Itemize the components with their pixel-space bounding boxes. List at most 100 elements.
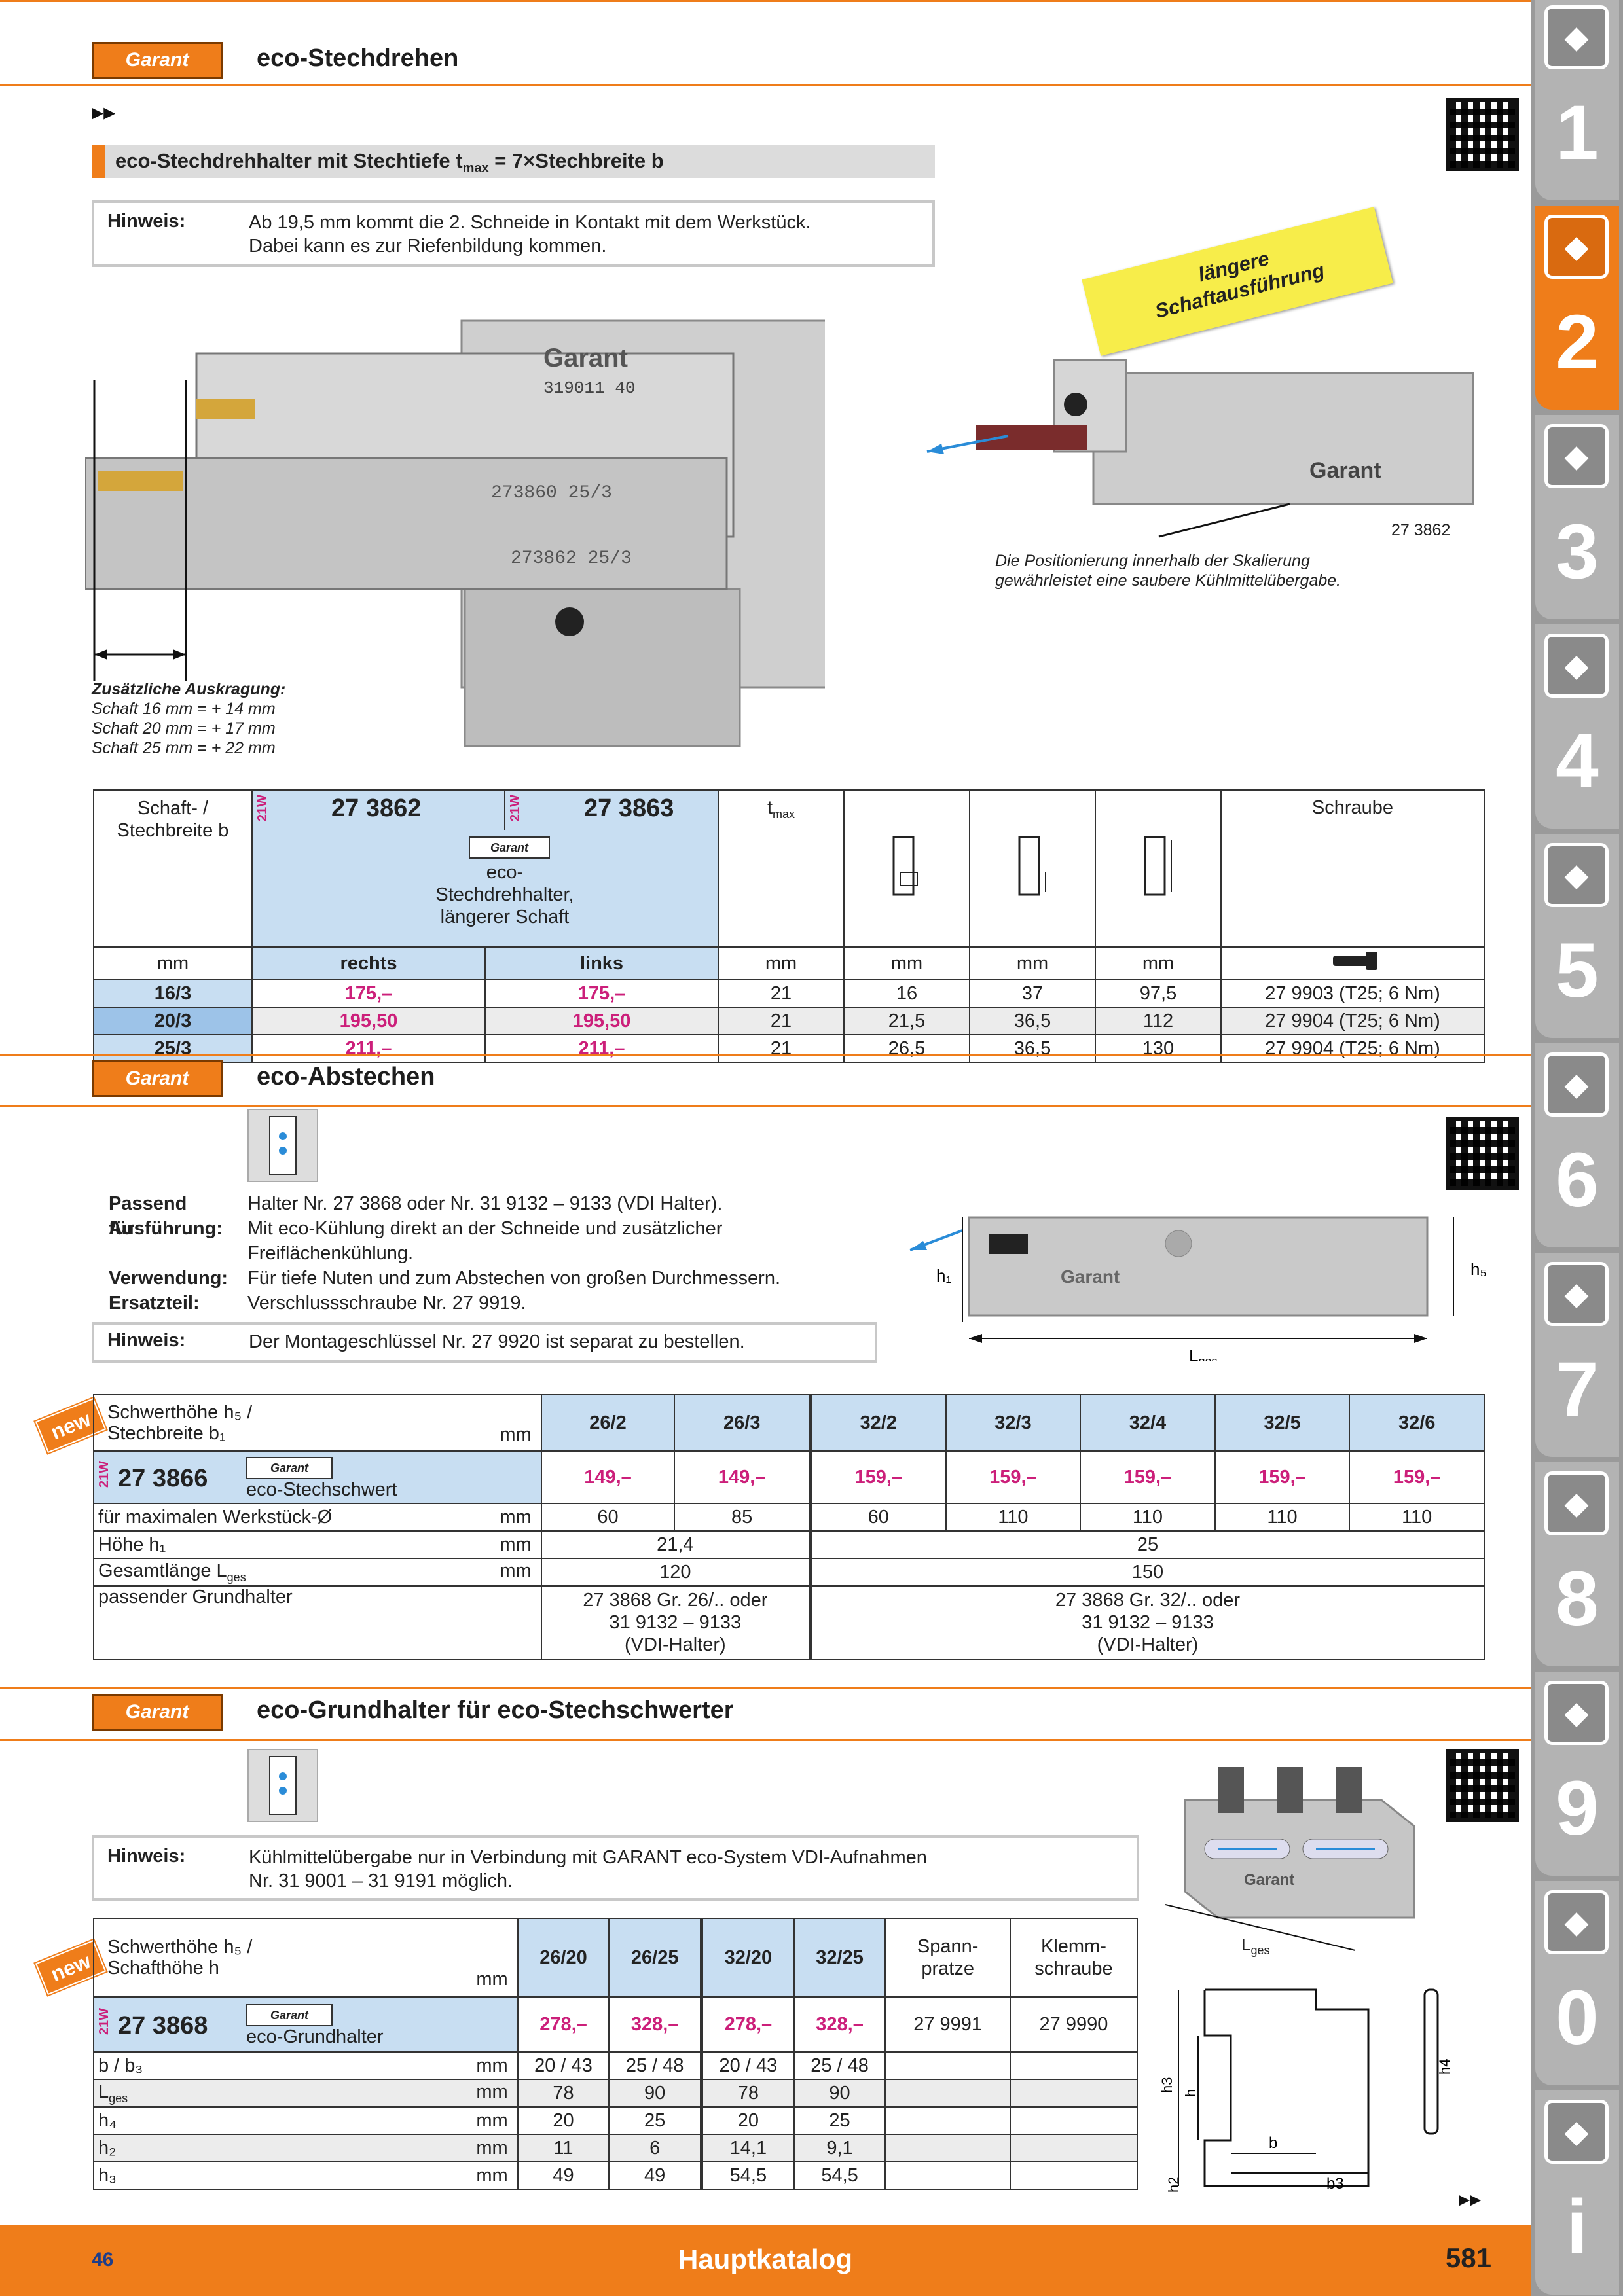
article-number: 27 3862 [331, 795, 422, 822]
note-line: Dabei kann es zur Riefenbildung kommen. [249, 236, 607, 257]
section-title: eco-Stechdrehen [257, 45, 459, 72]
chapter-number: i [1566, 2184, 1588, 2270]
table-cell: 25 / 48 [608, 2051, 704, 2080]
chapter-tab-6[interactable]: ◆6 [1535, 1043, 1619, 1247]
photo-caption-number: 27 3862 [1391, 521, 1451, 539]
insert-dimension-icon [892, 836, 918, 896]
table-cell: 21 [718, 1034, 845, 1063]
table-cell [1009, 2051, 1139, 2080]
spec-value: Für tiefe Nuten und zum Abstechen von gr… [247, 1268, 781, 1289]
extra-title: Zusätzliche Auskragung: [92, 680, 286, 698]
dim-h2: h2 [1165, 2177, 1182, 2193]
extra-line: Schaft 25 mm = + 22 mm [92, 739, 276, 757]
table-cell: 78 [517, 2079, 610, 2108]
col-header-width: Schaft- / Stechbreite b [93, 789, 253, 948]
stechschwert-drawing: Garant h₁ h₅ Lges [909, 1216, 1487, 1361]
price-cell: 328,– [793, 1996, 886, 2053]
klemm-number: 27 9990 [1009, 1996, 1139, 2053]
chapter-tab-3[interactable]: ◆3 [1535, 415, 1619, 619]
article-desc: eco-Stechschwert [246, 1479, 397, 1500]
spann-number: 27 9991 [884, 1996, 1011, 2053]
value-cell: 85 [674, 1503, 812, 1532]
drill-icon: ◆ [1544, 5, 1609, 69]
section-title: eco-Abstechen [257, 1063, 435, 1090]
photo-label: 319011 40 [543, 378, 635, 398]
value-cell: 150 [809, 1558, 1485, 1587]
chapter-tab-2[interactable]: ◆2 [1535, 206, 1619, 410]
subtitle-sub: max [462, 161, 489, 176]
head-line: Schwerthöhe h₅ / [107, 1937, 253, 1958]
chapter-number: 2 [1556, 299, 1599, 386]
garant-logo: Garant [92, 1060, 223, 1097]
note-label: Hinweis: [107, 1846, 186, 1867]
chapter-tab-8[interactable]: ◆8 [1535, 1462, 1619, 1666]
dim-h: h [1182, 2089, 1199, 2097]
value-cell: 21,4 [540, 1530, 812, 1559]
head-line: Schafthöhe h [107, 1958, 219, 1979]
qr-code-icon[interactable] [1446, 98, 1519, 171]
chapter-tab-7[interactable]: ◆7 [1535, 1253, 1619, 1457]
dim-h1: h₁ [936, 1266, 951, 1285]
table-cell: 25 [608, 2106, 704, 2135]
value-cell: 110 [1214, 1503, 1351, 1532]
size-header: 26/2 [540, 1394, 676, 1452]
caliper-icon: ◆ [1544, 634, 1609, 698]
chapter-tab-9[interactable]: ◆9 [1535, 1672, 1619, 1876]
unit-cell: mm [969, 946, 1096, 980]
table-cell [1009, 2134, 1139, 2162]
note-box: Hinweis: Ab 19,5 mm kommt die 2. Schneid… [92, 200, 935, 267]
value-cell: 60 [540, 1503, 676, 1532]
dim-icon-2 [969, 789, 1096, 948]
table-cell: 49 [517, 2161, 610, 2190]
table-cell [884, 2051, 1011, 2080]
section-header-bar [0, 1687, 1531, 1741]
note-box: Hinweis: Kühlmittelübergabe nur in Verbi… [92, 1835, 1139, 1901]
chapter-tab-1[interactable]: ◆1 [1535, 0, 1619, 200]
note-box: Hinweis: Der Montageschlüssel Nr. 27 992… [92, 1322, 877, 1363]
garant-logo: Garant [92, 42, 223, 79]
table-cell: 130 [1095, 1034, 1222, 1063]
code-21w: 21W [255, 795, 270, 822]
safety-icon: ◆ [1544, 1890, 1609, 1954]
value-cell: 110 [1349, 1503, 1485, 1532]
grundhalter-table: Schwerthöhe h₅ / Schafthöhe h mm 26/20 2… [93, 1918, 1139, 2190]
table-cell: 11 [517, 2134, 610, 2162]
sticker-text: längere Schaftausführung [1152, 246, 1327, 323]
table-cell: 20/3 [93, 1007, 253, 1035]
chapter-tab-4[interactable]: ◆4 [1535, 624, 1619, 829]
chapter-tab-i[interactable]: ◆i [1535, 2090, 1619, 2295]
wrench-icon: ◆ [1544, 1052, 1609, 1117]
price-cell: 159,– [1349, 1450, 1485, 1504]
table-cell: 21 [718, 979, 845, 1008]
qr-code-icon[interactable] [1446, 1749, 1519, 1822]
table-cell: 78 [701, 2079, 795, 2108]
qr-code-icon[interactable] [1446, 1117, 1519, 1190]
unit-cell: mm [1095, 946, 1222, 980]
table-cell: 14,1 [701, 2134, 795, 2162]
subtitle-text: eco-Stechdrehhalter mit Stechtiefe t [115, 149, 463, 172]
spec-value: Verschlussschraube Nr. 27 9919. [247, 1293, 526, 1314]
table-cell: 26,5 [843, 1034, 970, 1063]
page-number-left: 46 [92, 2249, 114, 2270]
unit-cell: mm [476, 1969, 508, 1990]
dim-lges: Lges [1241, 1935, 1270, 1958]
dim-b3: b3 [1326, 2175, 1344, 2193]
insert-icon: ◆ [1544, 215, 1609, 279]
info-icon: ◆ [1544, 2100, 1609, 2164]
garant-logo-small: Garant [246, 2004, 333, 2026]
saw-icon: ◆ [1544, 843, 1609, 907]
table-cell: 27 9904 (T25; 6 Nm) [1220, 1007, 1485, 1035]
chapter-number: 8 [1556, 1556, 1599, 1642]
chapter-number: 4 [1556, 718, 1599, 804]
chapter-tab-0[interactable]: ◆0 [1535, 1881, 1619, 2085]
variant-left: links [484, 946, 719, 980]
stechdrehhalter-table: Schaft- / Stechbreite b 21W 27 3862 21W … [93, 789, 1485, 1063]
stechdrehhalter-photo: Garant 319011 40 273860 25/3 273862 25/3 [85, 319, 825, 747]
chapter-tab-5[interactable]: ◆5 [1535, 834, 1619, 1038]
